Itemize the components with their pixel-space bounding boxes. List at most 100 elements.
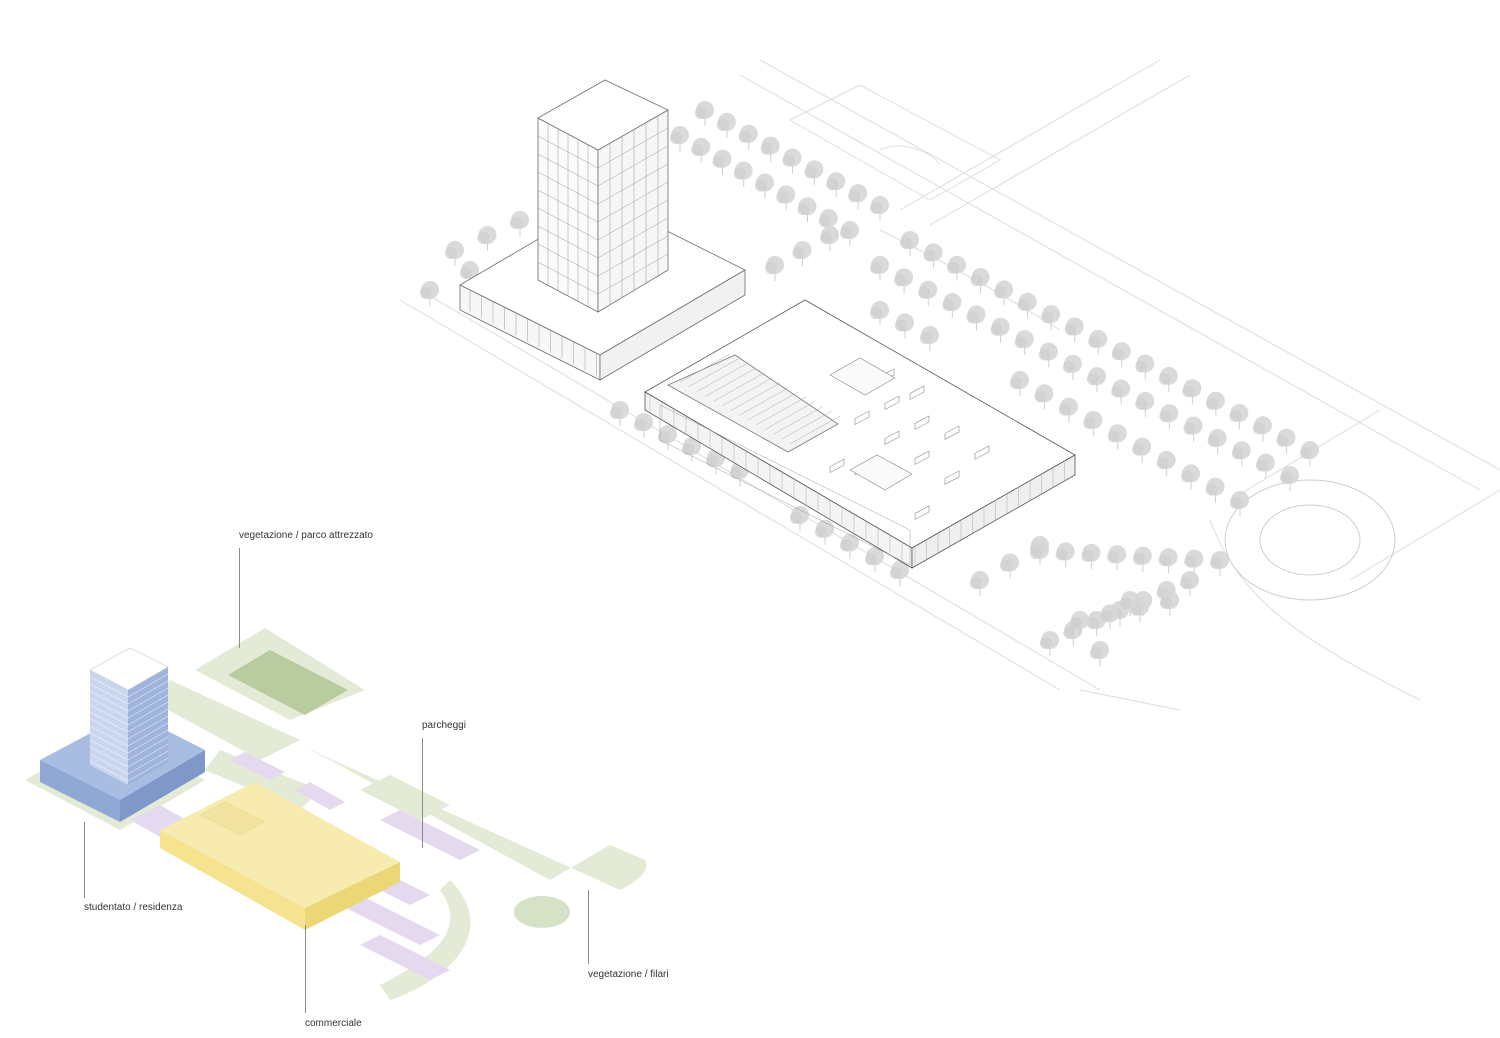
sports-field-outline	[788, 84, 1002, 201]
tree	[1207, 428, 1227, 454]
tree	[1231, 441, 1251, 467]
tree	[782, 148, 802, 174]
tree	[760, 136, 780, 162]
leader-parcheggi	[422, 738, 423, 848]
tree	[947, 255, 967, 281]
tree	[712, 149, 732, 175]
tree	[1156, 451, 1176, 476]
tree	[733, 161, 753, 187]
tree-rows	[420, 101, 1319, 666]
tree	[920, 326, 939, 351]
tree	[826, 172, 846, 198]
tree	[1181, 464, 1201, 490]
commercial-block	[160, 782, 400, 930]
label-commerciale: commerciale	[305, 1018, 362, 1029]
commercial-building	[644, 299, 1076, 569]
road-network	[399, 59, 1500, 711]
leader-vegetazione-parco	[239, 548, 240, 648]
tree	[1014, 330, 1034, 356]
tree	[1135, 391, 1155, 417]
tree	[1055, 542, 1075, 568]
tree	[1062, 354, 1082, 380]
tree	[1070, 611, 1089, 636]
tree	[1255, 453, 1275, 479]
tree	[634, 413, 653, 438]
tree	[1107, 545, 1127, 571]
tree	[865, 547, 884, 573]
tree	[1158, 548, 1178, 574]
tree	[840, 533, 859, 559]
tree	[890, 561, 909, 586]
tree	[477, 226, 497, 251]
tree	[445, 241, 464, 266]
tree	[1088, 329, 1108, 355]
tree	[1160, 591, 1179, 616]
label-vegetazione-filari: vegetazione / filari	[588, 969, 669, 980]
tree	[966, 305, 986, 331]
tree	[1184, 549, 1204, 575]
tree	[1120, 591, 1139, 616]
tree	[870, 301, 889, 326]
tree	[1159, 404, 1179, 430]
tree	[970, 268, 990, 294]
tree	[610, 401, 629, 426]
tree	[1087, 367, 1107, 393]
tree	[1038, 342, 1058, 368]
tree	[1107, 424, 1127, 450]
tree	[1180, 571, 1199, 596]
tree	[1252, 416, 1272, 442]
label-vegetazione-parco: vegetazione / parco attrezzato	[239, 530, 373, 541]
tree	[716, 112, 736, 138]
leader-commerciale	[305, 925, 306, 1013]
tree	[942, 293, 962, 319]
tree	[1081, 543, 1101, 569]
tree	[776, 185, 796, 211]
tower-building	[459, 79, 746, 381]
tree	[1205, 391, 1225, 417]
tree	[682, 437, 701, 462]
tree	[1064, 317, 1084, 343]
tree	[1132, 437, 1152, 463]
tree	[895, 313, 914, 339]
tree	[792, 241, 812, 266]
tree	[870, 256, 889, 281]
tree	[1210, 551, 1229, 576]
tree	[1229, 403, 1249, 429]
tree	[990, 317, 1010, 343]
tree	[1135, 354, 1155, 380]
tree	[691, 137, 711, 163]
tree	[1276, 428, 1296, 454]
park-field	[228, 650, 348, 715]
tree	[1205, 477, 1225, 503]
tree	[1090, 641, 1109, 666]
tree	[1158, 366, 1178, 392]
tree	[765, 256, 784, 281]
tree	[658, 425, 677, 450]
tree	[870, 196, 889, 221]
tree	[1030, 541, 1049, 566]
tree	[1000, 553, 1019, 579]
tree	[848, 184, 868, 210]
tree	[510, 211, 529, 236]
residence-block	[40, 647, 205, 822]
tree	[755, 173, 774, 199]
leader-studentato	[84, 822, 85, 898]
tree	[918, 280, 938, 306]
tree	[900, 231, 919, 256]
tree	[1111, 342, 1131, 368]
tree	[1183, 416, 1203, 442]
tree	[1132, 546, 1152, 572]
tree	[1040, 631, 1059, 656]
tree	[994, 280, 1014, 306]
tree	[790, 506, 809, 531]
tree	[894, 268, 914, 294]
tree	[1034, 384, 1054, 410]
label-parcheggi: parcheggi	[422, 720, 466, 731]
tree	[1182, 379, 1202, 405]
tree	[670, 126, 689, 151]
tree	[1010, 371, 1029, 396]
tree	[1083, 411, 1103, 436]
